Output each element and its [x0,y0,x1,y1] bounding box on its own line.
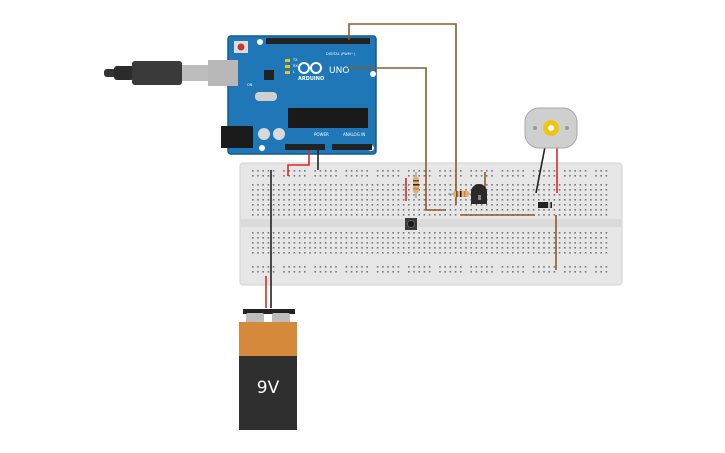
digital-header [266,38,370,44]
usb-port [208,60,238,86]
resistor-icon[interactable] [413,172,419,198]
resistor-2-icon[interactable] [448,191,474,197]
breadboard-holes [252,170,608,273]
diode-icon[interactable] [538,202,552,208]
wire-brown-2 [348,67,427,205]
l-label: L [293,70,295,74]
arduino-logo-icon [298,62,322,74]
power-label: POWER [314,132,329,137]
analog-header [332,144,372,150]
digital-label: DIGITAL (PWM~) [326,52,356,56]
microcontroller-chip [288,108,368,128]
on-label: ON [247,83,253,87]
arduino-model: UNO [329,66,349,76]
arduino-board[interactable]: ARDUINO UNO DIGITAL (PWM~) POWER ANALOG … [208,35,377,155]
arduino-brand: ARDUINO [298,76,324,82]
analog-label: ANALOG IN [343,132,365,137]
rx-label: RX [293,64,298,68]
transistor-icon[interactable] [471,184,487,204]
breadboard[interactable] [239,162,623,286]
wire-black-motor [535,146,546,194]
power-jack [221,126,253,148]
pushbutton-icon[interactable] [405,218,417,230]
dc-motor-icon[interactable] [524,107,578,149]
wire-red-power [287,150,310,176]
power-header [285,144,325,150]
wire-brown-4 [425,205,446,211]
wire-brown-1 [348,23,457,205]
battery-label: 9V [257,378,280,398]
tx-label: TX [292,58,298,62]
usb-cable-icon [104,61,210,85]
wires [265,23,558,308]
battery-9v[interactable]: 9V [239,309,297,430]
